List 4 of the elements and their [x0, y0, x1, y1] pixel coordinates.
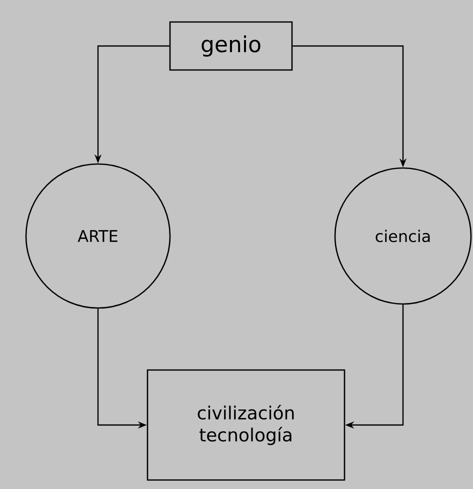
circle-node: ARTE: [25, 163, 171, 309]
circle-node: ciencia: [334, 167, 472, 305]
text-box: civilización tecnología: [146, 369, 346, 481]
text-box: genio: [169, 21, 293, 71]
